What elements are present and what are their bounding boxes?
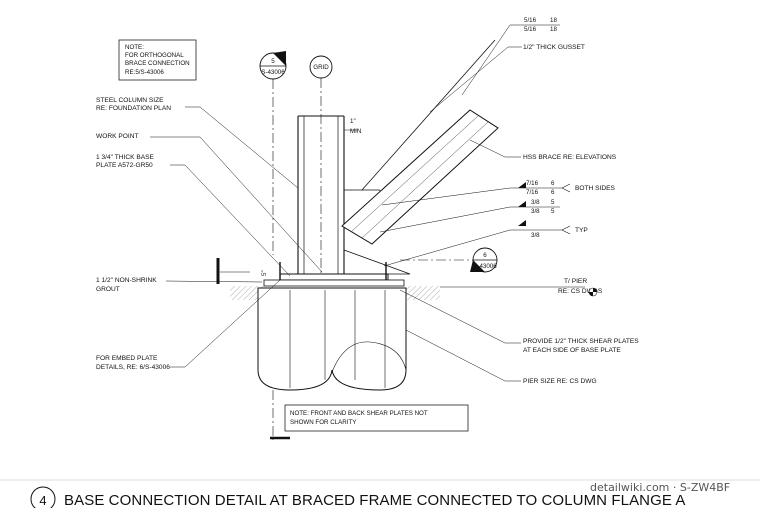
- callout-gusset: 1/2" THICK GUSSET: [523, 44, 585, 51]
- section-mark-right-number: 6: [483, 252, 487, 259]
- callout-embed-2: DETAILS, RE: 6/S-43006: [96, 364, 170, 371]
- section-mark-right: 6 S-43006: [470, 247, 498, 273]
- grid-bubble: GRID: [309, 55, 333, 79]
- callout-grout-1: 1 1/2" NON-SHRINK: [96, 277, 157, 284]
- drawing-title: BASE CONNECTION DETAIL AT BRACED FRAME C…: [64, 492, 686, 508]
- hss-brace: [341, 109, 499, 245]
- note-bottom-box: [284, 404, 469, 432]
- weld-top-b-size: 18: [550, 26, 557, 33]
- soil-hatch-right: [404, 286, 440, 300]
- weld-mid-a-size: 6: [551, 180, 555, 187]
- note-top-line-1: NOTE:: [125, 44, 144, 51]
- section-mark-top: 5 S-43006: [259, 51, 287, 80]
- weld-mid-b-size: 6: [551, 189, 555, 196]
- weld-low-b: 3/8: [531, 208, 540, 215]
- callout-embed-1: FOR EMBED PLATE: [96, 355, 158, 362]
- watermark: detailwiki.com · S-ZW4BF: [590, 481, 730, 494]
- note-top-line-3: BRACE CONNECTION: [125, 60, 190, 67]
- callout-tpier-2: RE: CS DWGS: [558, 288, 603, 295]
- note-bottom-line-2: SHOWN FOR CLARITY: [290, 419, 356, 426]
- base-plate: [279, 273, 389, 281]
- callout-typ: TYP: [575, 227, 588, 234]
- callout-tpier-1: T/ PIER: [564, 278, 587, 285]
- weld-top-b: 5/16: [524, 26, 537, 33]
- section-mark-top-number: 5: [271, 58, 275, 65]
- grid-label: GRID: [313, 64, 329, 71]
- detail-number: 4: [39, 493, 46, 508]
- dim-min-gap-label: MIN: [350, 128, 361, 135]
- section-mark-top-sheet: S-43006: [261, 69, 285, 76]
- weld-low-b-size: 5: [551, 208, 555, 215]
- dim-grout: 5": [261, 270, 268, 276]
- grout-layer: [263, 279, 405, 287]
- tpier-target-icon: [588, 287, 598, 297]
- note-top-line-4: RE:5/S-43006: [125, 69, 164, 76]
- callout-shear-plates-1: PROVIDE 1/2" THICK SHEAR PLATES: [523, 338, 639, 345]
- weld-mid-b: 7/16: [526, 189, 539, 196]
- weld-low-a-size: 5: [551, 199, 555, 206]
- weld-top-a-size: 18: [550, 17, 557, 24]
- note-bottom-line-1: NOTE: FRONT AND BACK SHEAR PLATES NOT: [290, 410, 428, 417]
- callout-base-plate-2: PLATE A572-GR50: [96, 162, 153, 169]
- note-top-box: [118, 39, 197, 81]
- callout-shear-plates-2: AT EACH SIDE OF BASE PLATE: [523, 347, 621, 354]
- soil-hatch-left: [230, 286, 264, 300]
- weld-top-a: 5/16: [524, 17, 537, 24]
- callout-column-1: STEEL COLUMN SIZE: [96, 97, 164, 104]
- callout-grout-2: GROUT: [96, 286, 120, 293]
- callout-work-point: WORK POINT: [96, 133, 139, 140]
- callout-base-plate-1: 1 3/4" THICK BASE: [96, 154, 155, 161]
- note-top-line-2: FOR ORTHOGONAL: [125, 52, 184, 59]
- callout-both-sides: BOTH SIDES: [575, 185, 616, 192]
- dim-min-gap-value: 1": [350, 118, 356, 125]
- callout-hss: HSS BRACE RE: ELEVATIONS: [523, 154, 617, 161]
- section-mark-right-sheet: S-43006: [473, 263, 497, 270]
- weld-typ-size: 3/8: [531, 232, 540, 239]
- callout-pier-size: PIER SIZE RE: CS DWG: [523, 378, 597, 385]
- callout-column-2: RE: FOUNDATION PLAN: [96, 105, 171, 112]
- concrete-pier: [257, 287, 407, 391]
- detail-number-bubble: 4: [30, 486, 56, 508]
- weld-mid-a: 7/16: [526, 180, 539, 187]
- weld-low-a: 3/8: [531, 199, 540, 206]
